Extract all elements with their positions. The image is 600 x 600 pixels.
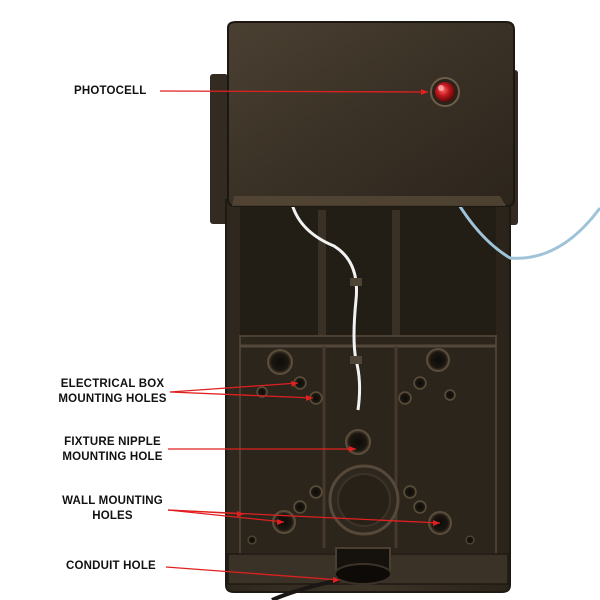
wire-blue: [454, 199, 600, 260]
wire-clip: [350, 356, 362, 364]
callout-electrical-box-line2: MOUNTING HOLES: [58, 393, 167, 405]
callout-wall-mounting-line2: HOLES: [92, 510, 133, 522]
callout-wall-mounting-line1: WALL MOUNTING: [62, 495, 163, 507]
callout-fixture-nipple-line2: MOUNTING HOLE: [62, 451, 163, 463]
leader-lines: [159, 90, 441, 581]
callout-fixture-nipple-line1: FIXTURE NIPPLE: [64, 436, 161, 448]
conduit-hole-icon: [334, 547, 392, 585]
wire-clip: [350, 278, 362, 286]
callout-wall-mounting: WALL MOUNTING HOLES: [55, 494, 170, 524]
lid-inner-edge: [232, 196, 506, 206]
mounting-hole-icon: [256, 348, 456, 405]
knockout-plug: [337, 473, 391, 527]
photocell-icon: [430, 77, 460, 107]
exit-cable: [271, 578, 341, 600]
callout-electrical-box-line1: ELECTRICAL BOX: [60, 378, 165, 390]
callout-conduit-hole: CONDUIT HOLE: [66, 560, 156, 572]
leader-arrowheads: [237, 89, 440, 583]
callout-electrical-box: ELECTRICAL BOX MOUNTING HOLES: [55, 377, 170, 407]
housing-lid: [227, 21, 515, 207]
wire-white: [290, 203, 362, 411]
housing-side-tab-left: [210, 74, 228, 224]
callout-photocell: PHOTOCELL: [74, 85, 147, 97]
callout-fixture-nipple: FIXTURE NIPPLE MOUNTING HOLE: [55, 435, 170, 465]
